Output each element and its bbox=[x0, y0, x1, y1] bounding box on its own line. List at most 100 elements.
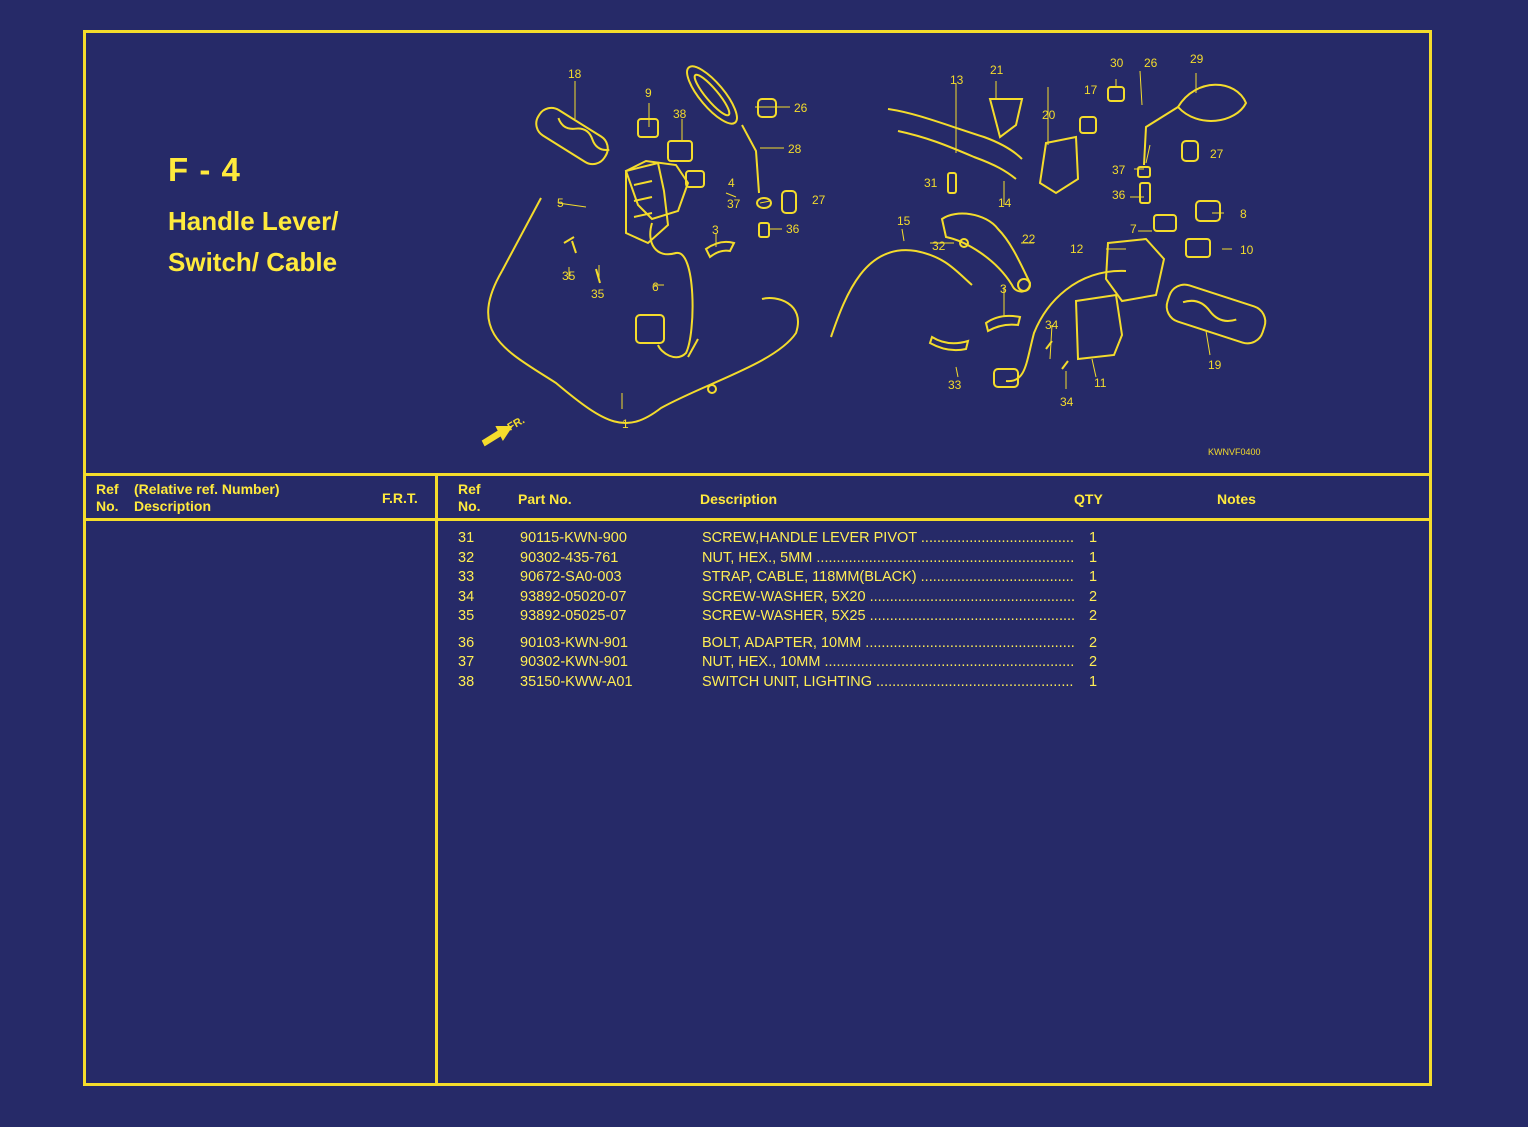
callout-number: 26 bbox=[794, 101, 808, 115]
drawing-code: KWNVF0400 bbox=[1208, 447, 1261, 457]
callout-number: 10 bbox=[1240, 243, 1254, 257]
left-header-frt: F.R.T. bbox=[382, 490, 418, 506]
callout-number: 3 bbox=[1000, 282, 1007, 296]
callout-number: 3 bbox=[712, 223, 719, 237]
row-part-no: 93892-05020-07 bbox=[520, 589, 627, 605]
row-ref: 33 bbox=[458, 569, 475, 585]
callout-number: 14 bbox=[998, 196, 1012, 210]
callout-number: 15 bbox=[897, 214, 911, 228]
row-part-no: 90672-SA0-003 bbox=[520, 569, 622, 585]
header-description: Description bbox=[700, 491, 778, 507]
callout-number: 18 bbox=[568, 67, 582, 81]
callout-number: 6 bbox=[652, 280, 659, 294]
right-throttle-grip-drawing bbox=[1165, 283, 1267, 345]
callout-number: 38 bbox=[673, 107, 687, 121]
callout-number: 37 bbox=[1112, 163, 1126, 177]
row-qty: 2 bbox=[1089, 608, 1098, 624]
small-parts-left bbox=[563, 98, 797, 344]
row-part-no: 90302-435-761 bbox=[520, 550, 619, 566]
callout-number: 32 bbox=[932, 239, 946, 253]
row-part-no: 90103-KWN-901 bbox=[520, 635, 628, 651]
row-ref: 36 bbox=[458, 635, 475, 651]
row-description: NUT, HEX., 10MM bbox=[702, 654, 1074, 670]
throttle-cable-drawing bbox=[830, 249, 1127, 388]
left-header-ref: Ref No. bbox=[96, 481, 119, 514]
callout-number: 19 bbox=[1208, 358, 1222, 372]
front-arrow-label: FR. bbox=[506, 414, 527, 433]
row-qty: 2 bbox=[1089, 635, 1098, 651]
callout-number: 26 bbox=[1144, 56, 1158, 70]
callout-number: 5 bbox=[557, 196, 564, 210]
callout-number: 37 bbox=[727, 197, 741, 211]
left-switch-housing-drawing bbox=[625, 161, 670, 245]
header-ref-no: Ref No. bbox=[458, 481, 481, 514]
row-ref: 34 bbox=[458, 589, 475, 605]
callout-number: 30 bbox=[1110, 56, 1124, 70]
callout-number: 36 bbox=[1112, 188, 1126, 202]
exploded-parts-diagram: FR. bbox=[481, 52, 1267, 447]
row-description: SCREW-WASHER, 5X20 bbox=[702, 589, 1074, 605]
section-code: F - 4 bbox=[168, 151, 241, 188]
callout-number: 12 bbox=[1070, 242, 1084, 256]
section-title-line1: Handle Lever/ bbox=[168, 206, 339, 236]
row-qty: 2 bbox=[1089, 654, 1098, 670]
right-mirror-drawing bbox=[1137, 83, 1248, 204]
callout-number: 11 bbox=[1094, 376, 1107, 390]
row-ref: 38 bbox=[458, 674, 475, 690]
callout-labels: 1 3 3 4 5 6 7 8 9 10 11 12 13 14 15 17 1… bbox=[557, 52, 1254, 431]
callout-number: 17 bbox=[1084, 83, 1098, 97]
row-qty: 1 bbox=[1089, 550, 1098, 566]
clutch-cable-drawing bbox=[487, 197, 799, 424]
callout-number: 34 bbox=[1060, 395, 1074, 409]
callout-number: 35 bbox=[591, 287, 605, 301]
row-description: NUT, HEX., 5MM bbox=[702, 550, 1074, 566]
left-header-description: (Relative ref. Number) Description bbox=[134, 481, 280, 514]
row-part-no: 93892-05025-07 bbox=[520, 608, 627, 624]
callout-number: 7 bbox=[1130, 222, 1137, 236]
callout-number: 31 bbox=[924, 176, 938, 190]
callout-number: 34 bbox=[1045, 318, 1059, 332]
row-qty: 1 bbox=[1089, 530, 1098, 546]
section-title: Handle Lever/ Switch/ Cable bbox=[168, 201, 339, 283]
row-description: BOLT, ADAPTER, 10MM bbox=[702, 635, 1074, 651]
left-grip-drawing bbox=[535, 106, 610, 166]
callout-number: 28 bbox=[788, 142, 802, 156]
row-qty: 1 bbox=[1089, 674, 1098, 690]
callout-number: 33 bbox=[948, 378, 962, 392]
row-description: SCREW-WASHER, 5X25 bbox=[702, 608, 1074, 624]
divider-vertical bbox=[435, 473, 438, 1083]
header-part-no: Part No. bbox=[518, 491, 572, 507]
callout-number: 27 bbox=[1210, 147, 1224, 161]
row-ref: 35 bbox=[458, 608, 475, 624]
right-switch-housing-drawing bbox=[1074, 237, 1166, 361]
callout-number: 35 bbox=[562, 269, 576, 283]
front-arrow: FR. bbox=[481, 414, 527, 447]
callout-number: 13 bbox=[950, 73, 964, 87]
callout-number: 4 bbox=[728, 176, 735, 190]
callout-number: 9 bbox=[645, 86, 652, 100]
callout-number: 20 bbox=[1042, 108, 1056, 122]
callout-number: 21 bbox=[990, 63, 1004, 77]
row-part-no: 35150-KWW-A01 bbox=[520, 674, 633, 690]
small-parts-right bbox=[928, 200, 1221, 370]
header-notes: Notes bbox=[1217, 491, 1256, 507]
callout-number: 22 bbox=[1022, 232, 1036, 246]
row-part-no: 90115-KWN-900 bbox=[520, 530, 627, 546]
parts-catalog-frame: F - 4 Handle Lever/ Switch/ Cable bbox=[83, 30, 1432, 1086]
header-qty: QTY bbox=[1074, 491, 1103, 507]
leader-lines bbox=[557, 70, 1232, 409]
row-ref: 37 bbox=[458, 654, 475, 670]
divider-header bbox=[86, 518, 1429, 521]
row-part-no: 90302-KWN-901 bbox=[520, 654, 628, 670]
row-description: STRAP, CABLE, 118MM(BLACK) bbox=[702, 569, 1074, 585]
callout-number: 1 bbox=[622, 417, 629, 431]
row-qty: 2 bbox=[1089, 589, 1098, 605]
row-qty: 1 bbox=[1089, 569, 1098, 585]
row-ref: 31 bbox=[458, 530, 475, 546]
diagram-area: F - 4 Handle Lever/ Switch/ Cable bbox=[86, 33, 1429, 473]
row-description: SWITCH UNIT, LIGHTING bbox=[702, 674, 1074, 690]
brake-lever-drawing bbox=[940, 212, 1032, 293]
callout-number: 8 bbox=[1240, 207, 1247, 221]
left-mirror-drawing bbox=[686, 65, 760, 194]
row-ref: 32 bbox=[458, 550, 475, 566]
